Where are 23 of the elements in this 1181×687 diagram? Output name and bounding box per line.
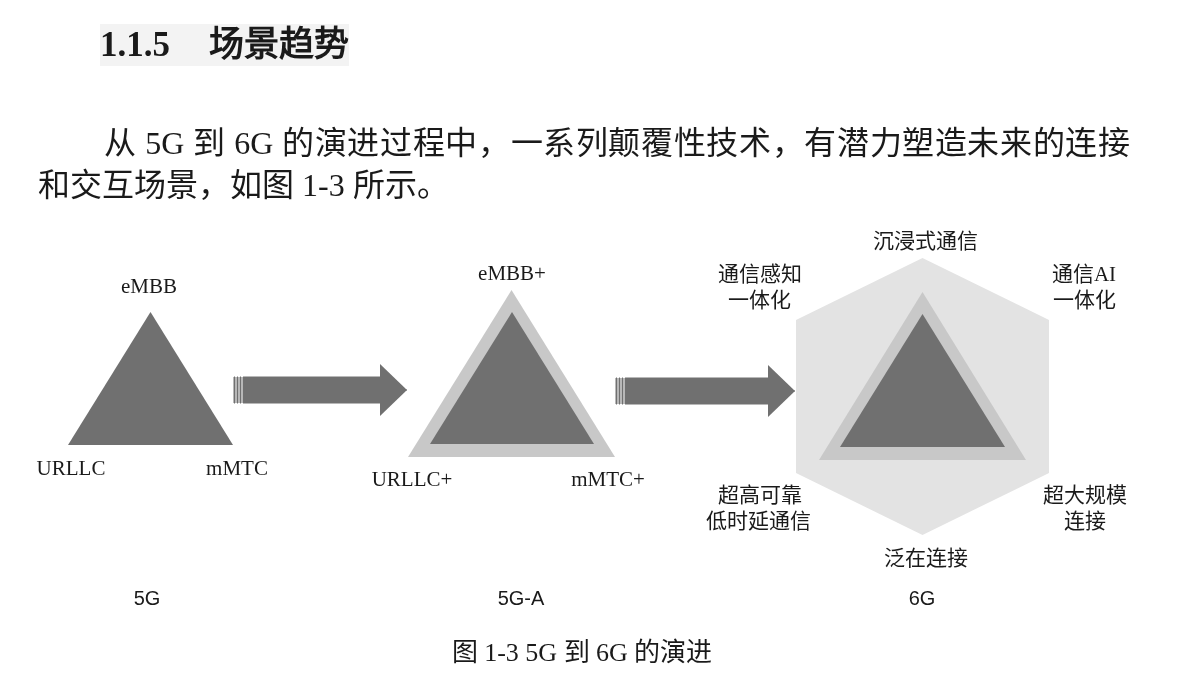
- triangle: [408, 290, 615, 457]
- section-heading: 1.1.5 场景趋势: [100, 24, 349, 66]
- body-paragraph: 从 5G 到 6G 的演进过程中，一系列颠覆性技术，有潜力塑造未来的连接和交互场景，如图 1-3 所示。: [38, 124, 1130, 205]
- panel-caption: 5G: [133, 586, 161, 610]
- scenario-label: eMBB+: [478, 260, 546, 286]
- scenario-label: 超高可靠低时延通信: [706, 482, 812, 534]
- triangle: [819, 292, 1026, 460]
- panel-caption: 5G-A: [497, 586, 545, 610]
- scenario-label: 泛在连接: [884, 545, 968, 571]
- block-arrow: [233, 364, 408, 416]
- triangle: [68, 312, 233, 445]
- scenario-label: eMBB: [121, 273, 177, 299]
- panel-caption: 6G: [908, 586, 936, 610]
- scenario-label: 超大规模连接: [1042, 482, 1128, 534]
- figure-caption: 图 1-3 5G 到 6G 的演进: [451, 637, 713, 669]
- scenario-label: 通信AI一体化: [1050, 261, 1118, 313]
- scenario-label: URLLC+: [371, 466, 453, 492]
- scenario-label: mMTC+: [571, 466, 645, 492]
- scenario-label: URLLC: [36, 455, 106, 481]
- scenario-label: 通信感知一体化: [717, 261, 803, 313]
- block-arrow: [615, 365, 796, 417]
- scenario-label: mMTC: [206, 455, 268, 481]
- scenario-label: 沉浸式通信: [872, 228, 978, 254]
